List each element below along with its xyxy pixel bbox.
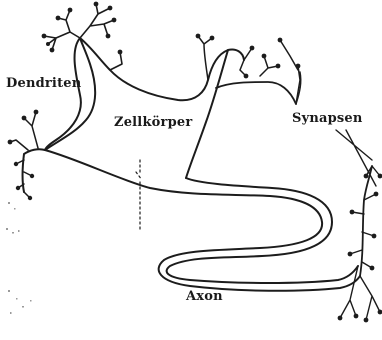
label-cell-body: Zellkörper <box>114 115 192 130</box>
axon-mark <box>136 160 142 230</box>
label-axon: Axon <box>186 289 223 304</box>
cell-body-right-dendrite-trunk <box>216 82 296 104</box>
label-dendrites: Dendriten <box>6 76 81 91</box>
upper-left-dendrite-tree <box>44 4 122 70</box>
label-synapses: Synapsen <box>292 111 363 126</box>
cell-body-left-edge <box>45 38 81 150</box>
axon-upper-edge <box>45 150 360 291</box>
terminal-branches <box>340 166 380 320</box>
terminal-arborization <box>360 166 372 276</box>
left-dendrite-trunk <box>23 149 46 192</box>
synaptic-knobs <box>8 2 382 323</box>
scan-speckles <box>6 202 32 314</box>
